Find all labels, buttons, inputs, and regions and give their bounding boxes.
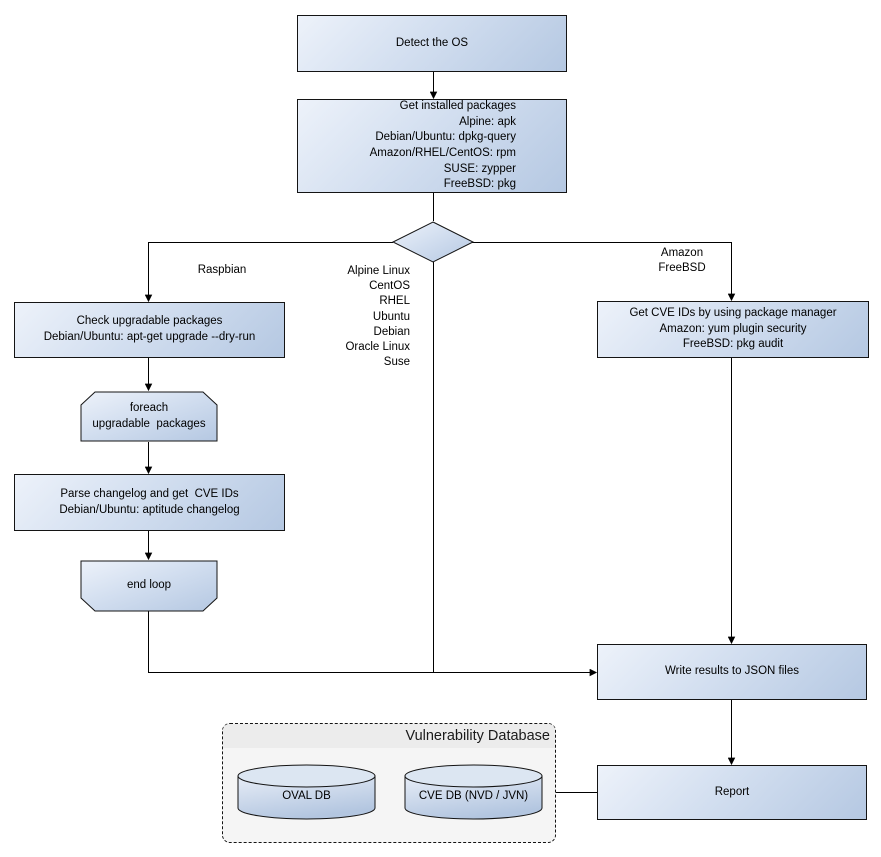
cylinder-oval-db <box>237 764 376 820</box>
vulnerability-database-titlebar: Vulnerability Database <box>223 724 555 748</box>
edge-label-amazon-freebsd: Amazon FreeBSD <box>658 247 706 275</box>
edge-label-os-list: Alpine Linux CentOS RHEL Ubuntu Debian O… <box>345 265 410 369</box>
node-get-installed-packages-label: Get installed packages Alpine: apk Debia… <box>369 100 516 191</box>
node-write-results: Write results to JSON files <box>597 644 867 700</box>
node-report-label: Report <box>714 785 750 798</box>
node-get-cve-ids-label: Get CVE IDs by using package manager Ama… <box>629 307 837 351</box>
node-check-upgradable-label: Check upgradable packages Debian/Ubuntu:… <box>43 315 256 343</box>
node-get-installed-packages: Get installed packages Alpine: apk Debia… <box>297 99 567 193</box>
node-foreach-shape <box>80 391 218 442</box>
edge-endloop-to-write-results <box>148 611 598 677</box>
decision-diamond <box>391 221 475 263</box>
node-endloop-shape <box>80 560 218 612</box>
edge-diamond-to-get-cve <box>471 242 736 302</box>
edge-label-raspbian: Raspbian <box>197 264 247 276</box>
node-detect-os: Detect the OS <box>297 15 567 72</box>
node-detect-os-label: Detect the OS <box>395 36 469 49</box>
node-get-cve-ids: Get CVE IDs by using package manager Ama… <box>597 301 869 358</box>
node-report: Report <box>597 765 867 820</box>
vulnerability-database-title: Vulnerability Database <box>405 728 550 744</box>
node-write-results-label: Write results to JSON files <box>665 665 799 678</box>
node-parse-changelog-label: Parse changelog and get CVE IDs Debian/U… <box>59 487 240 516</box>
node-parse-changelog: Parse changelog and get CVE IDs Debian/U… <box>14 474 285 531</box>
cylinder-cve-db <box>404 764 543 820</box>
edge-diamond-to-check-upgradable <box>144 242 393 303</box>
node-check-upgradable: Check upgradable packages Debian/Ubuntu:… <box>14 302 285 358</box>
